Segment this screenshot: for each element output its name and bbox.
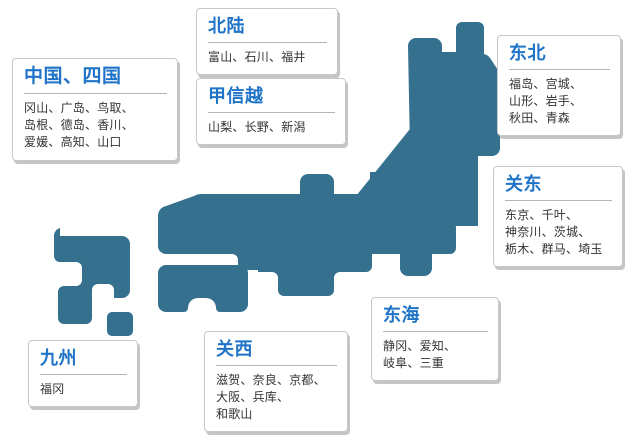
kyushu-southern-tip — [107, 312, 133, 336]
region-box-chugoku-shikoku[interactable]: 中国、四国 冈山、广岛、鸟取、 岛根、德岛、香川、 爱媛、高知、山口 — [12, 58, 178, 161]
region-box-kanto[interactable]: 关东 东京、千叶、 神奈川、茨城、 栃木、群马、埼玉 — [493, 166, 623, 268]
region-box-tokai[interactable]: 东海 静冈、爱知、 岐阜、三重 — [371, 297, 499, 382]
region-title-tohoku: 东北 — [509, 43, 546, 63]
region-title-tokai: 东海 — [383, 305, 420, 325]
kyushu-landmass — [53, 228, 130, 324]
region-title-koshinetsu: 甲信越 — [208, 86, 264, 106]
title-divider — [40, 374, 127, 376]
region-title-hokuriku: 北陆 — [208, 16, 245, 36]
region-title-kanto: 关东 — [505, 174, 542, 194]
title-divider — [24, 93, 167, 95]
region-title-chugoku-shikoku: 中国、四国 — [24, 66, 122, 87]
title-divider — [208, 42, 327, 44]
japan-landmass-group — [53, 22, 501, 336]
region-prefectures-koshinetsu: 山梨、长野、新潟 — [208, 120, 306, 135]
region-prefectures-kansai: 滋贺、奈良、京都、 大阪、兵库、 和歌山 — [216, 373, 326, 422]
region-prefectures-hokuriku: 富山、石川、福井 — [208, 50, 306, 65]
region-prefectures-chugoku-shikoku: 冈山、广岛、鸟取、 岛根、德岛、香川、 爱媛、高知、山口 — [24, 101, 134, 150]
title-divider — [383, 331, 488, 333]
region-box-koshinetsu[interactable]: 甲信越 山梨、长野、新潟 — [196, 78, 346, 146]
region-box-kansai[interactable]: 关西 滋贺、奈良、京都、 大阪、兵库、 和歌山 — [204, 331, 348, 433]
title-divider — [505, 200, 612, 202]
title-divider — [509, 69, 610, 71]
honshu-west-landmass — [157, 194, 306, 270]
region-prefectures-tohoku: 福岛、宫城、 山形、岩手、 秋田、青森 — [509, 77, 583, 126]
title-divider — [208, 112, 335, 114]
title-divider — [216, 365, 337, 367]
region-box-tohoku[interactable]: 东北 福岛、宫城、 山形、岩手、 秋田、青森 — [497, 35, 621, 137]
region-prefectures-kyushu: 福冈 — [40, 382, 65, 397]
shikoku-landmass — [158, 265, 248, 312]
region-title-kyushu: 九州 — [40, 348, 77, 368]
region-title-kansai: 关西 — [216, 339, 253, 359]
tohoku-landmass — [408, 22, 501, 156]
region-box-hokuriku[interactable]: 北陆 富山、石川、福井 — [196, 8, 338, 76]
region-box-kyushu[interactable]: 九州 福冈 — [28, 340, 138, 408]
region-prefectures-kanto: 东京、千叶、 神奈川、茨城、 栃木、群马、埼玉 — [505, 208, 603, 257]
region-prefectures-tokai: 静冈、爱知、 岐阜、三重 — [383, 339, 457, 371]
